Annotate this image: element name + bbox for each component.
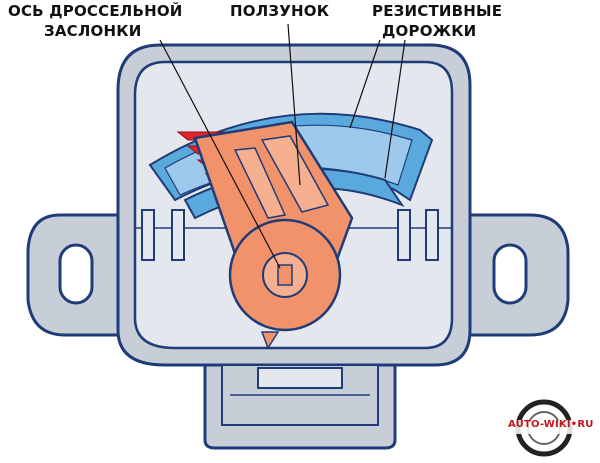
mounting-hole-left <box>58 243 94 305</box>
hub-tab <box>260 331 280 350</box>
throttle-axis-key <box>277 264 293 286</box>
watermark-badge <box>505 399 595 457</box>
terminal-pins <box>141 209 439 261</box>
label-resistive-line2: ДОРОЖКИ <box>382 22 477 40</box>
label-slider: ПОЛЗУНОК <box>230 2 330 20</box>
label-resistive-line1: РЕЗИСТИВНЫЕ <box>372 2 503 20</box>
slider-arm-window <box>260 135 330 213</box>
leader-lines <box>159 23 406 269</box>
label-throttle-axis-line1: ОСЬ ДРОССЕЛЬНОЙ <box>8 2 183 20</box>
connector-latch <box>257 367 343 389</box>
slider-arm-window-2 <box>233 147 287 219</box>
watermark-text: AUTO-WIKI•RU <box>508 419 594 430</box>
label-throttle-axis-line2: ЗАСЛОНКИ <box>44 22 142 40</box>
mounting-hole-right <box>492 243 528 305</box>
